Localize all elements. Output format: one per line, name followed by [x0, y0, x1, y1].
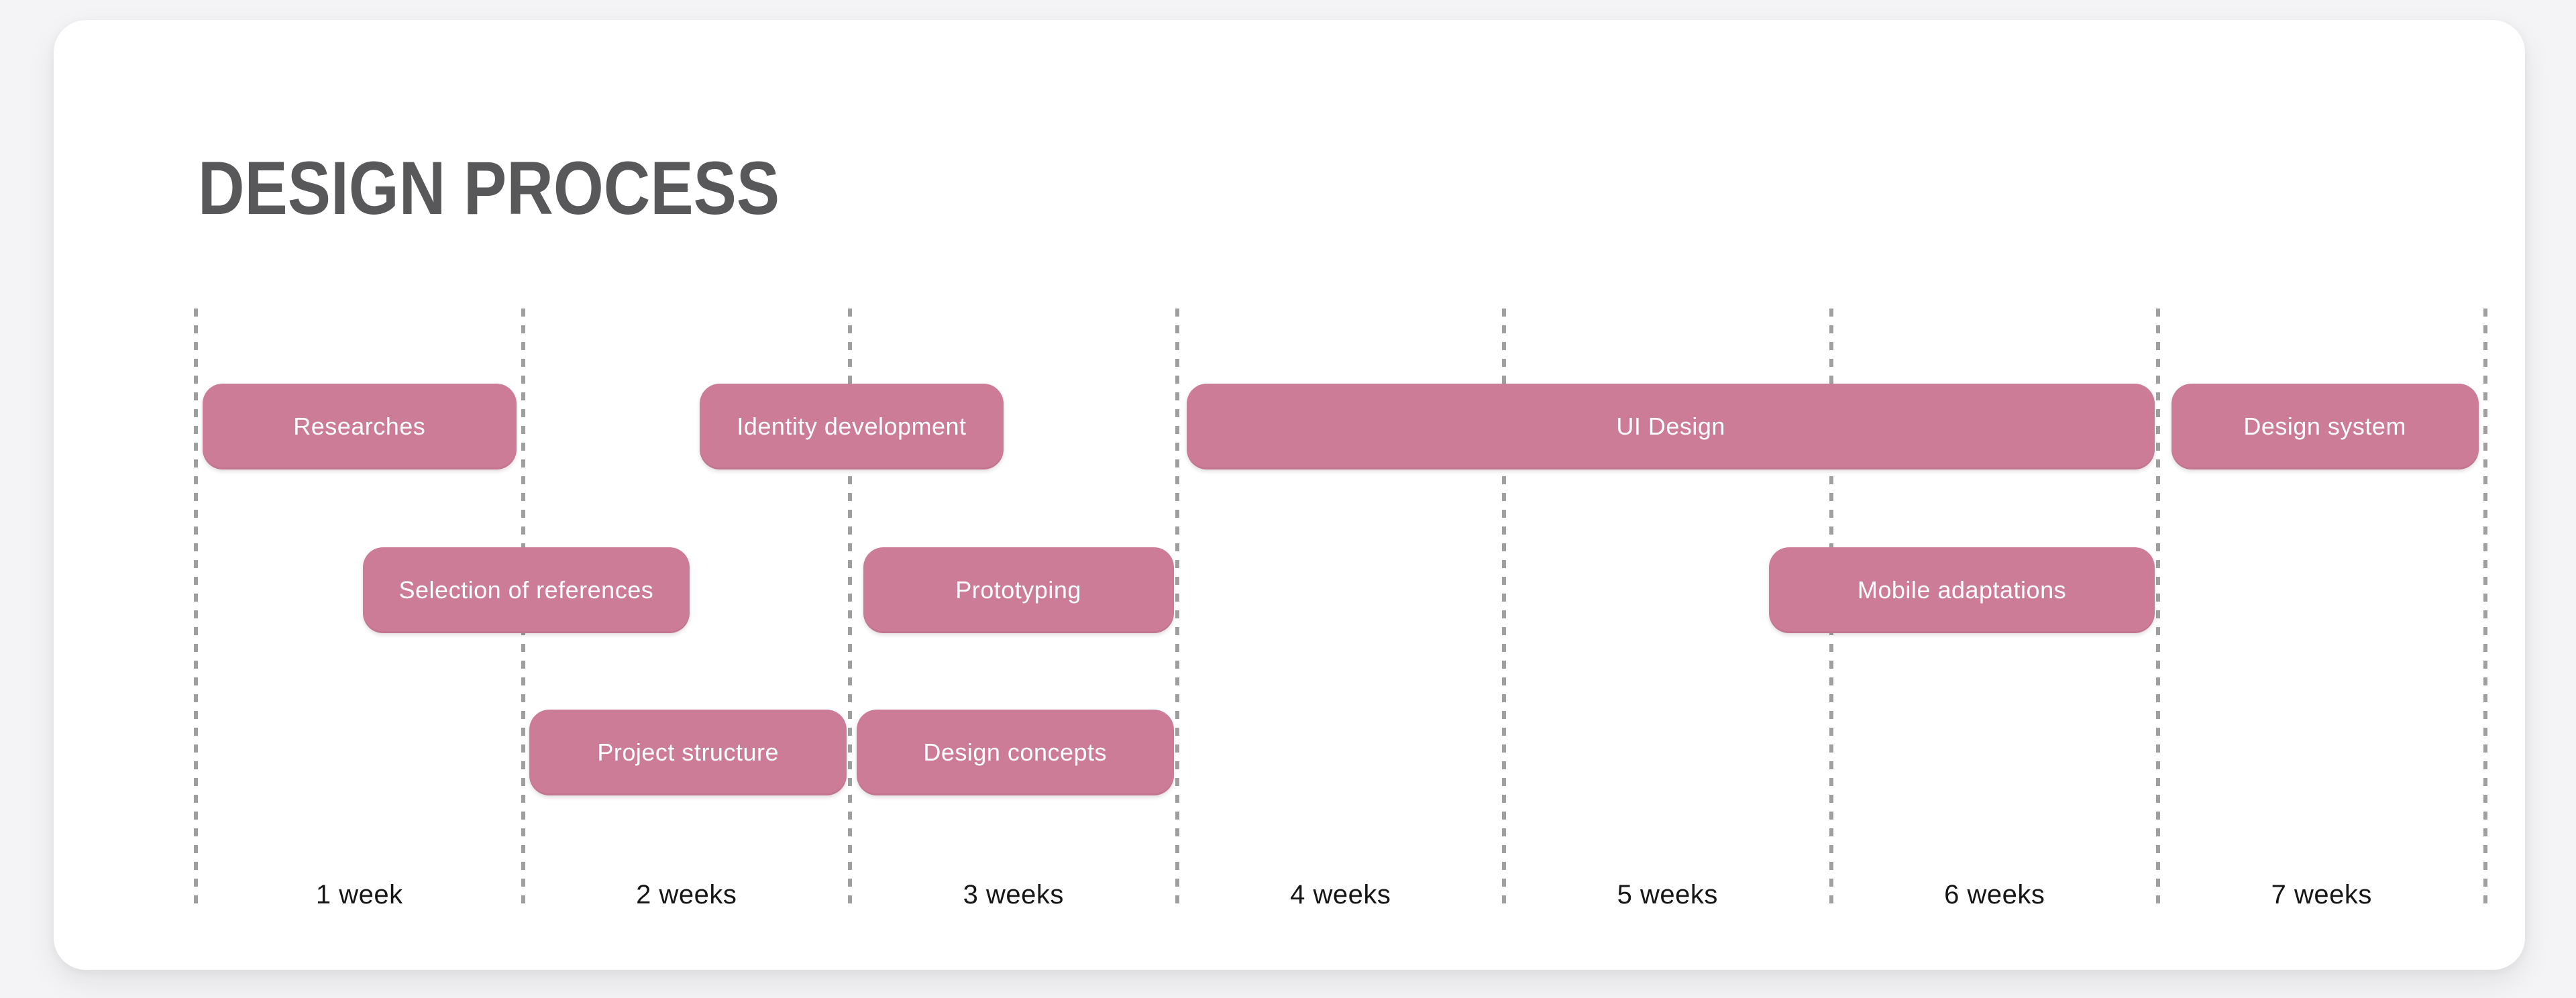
week-label: 5 weeks: [1617, 880, 1718, 909]
week-label: 2 weeks: [636, 880, 737, 909]
week-label: 4 weeks: [1290, 880, 1391, 909]
week-gridline: [848, 309, 852, 907]
task-bar: Identity development: [699, 384, 1004, 469]
task-bar-label: UI Design: [1616, 412, 1725, 440]
task-bar-label: Project structure: [597, 738, 779, 766]
task-bar: UI Design: [1187, 384, 2155, 469]
task-bar-label: Researches: [293, 412, 426, 440]
task-bar-label: Design system: [2243, 412, 2406, 440]
week-gridline: [2156, 309, 2160, 907]
task-bar: Design concepts: [856, 710, 1174, 795]
task-bar: Design system: [2171, 384, 2479, 469]
week-gridline: [1502, 309, 1506, 907]
task-bar-label: Identity development: [737, 412, 967, 440]
task-bar: Prototyping: [863, 547, 1174, 633]
week-gridline: [1175, 309, 1179, 907]
task-bar-label: Selection of references: [398, 576, 654, 604]
task-bar: Mobile adaptations: [1768, 547, 2155, 633]
week-label: 3 weeks: [963, 880, 1064, 909]
task-bar-label: Design concepts: [923, 738, 1108, 766]
task-bar: Researches: [202, 384, 517, 469]
task-bar-label: Mobile adaptations: [1857, 576, 2067, 604]
design-process-card: DESIGN PROCESS Researches Identity develo…: [54, 20, 2525, 970]
task-bar-label: Prototyping: [955, 576, 1081, 604]
task-bar: Selection of references: [362, 547, 690, 633]
week-label: 7 weeks: [2271, 880, 2372, 909]
week-label: 6 weeks: [1944, 880, 2045, 909]
week-label: 1 week: [315, 880, 403, 909]
week-gridline: [194, 309, 198, 907]
week-gridline: [2483, 309, 2487, 907]
chart-title: DESIGN PROCESS: [198, 146, 780, 230]
task-bar: Project structure: [529, 710, 847, 795]
